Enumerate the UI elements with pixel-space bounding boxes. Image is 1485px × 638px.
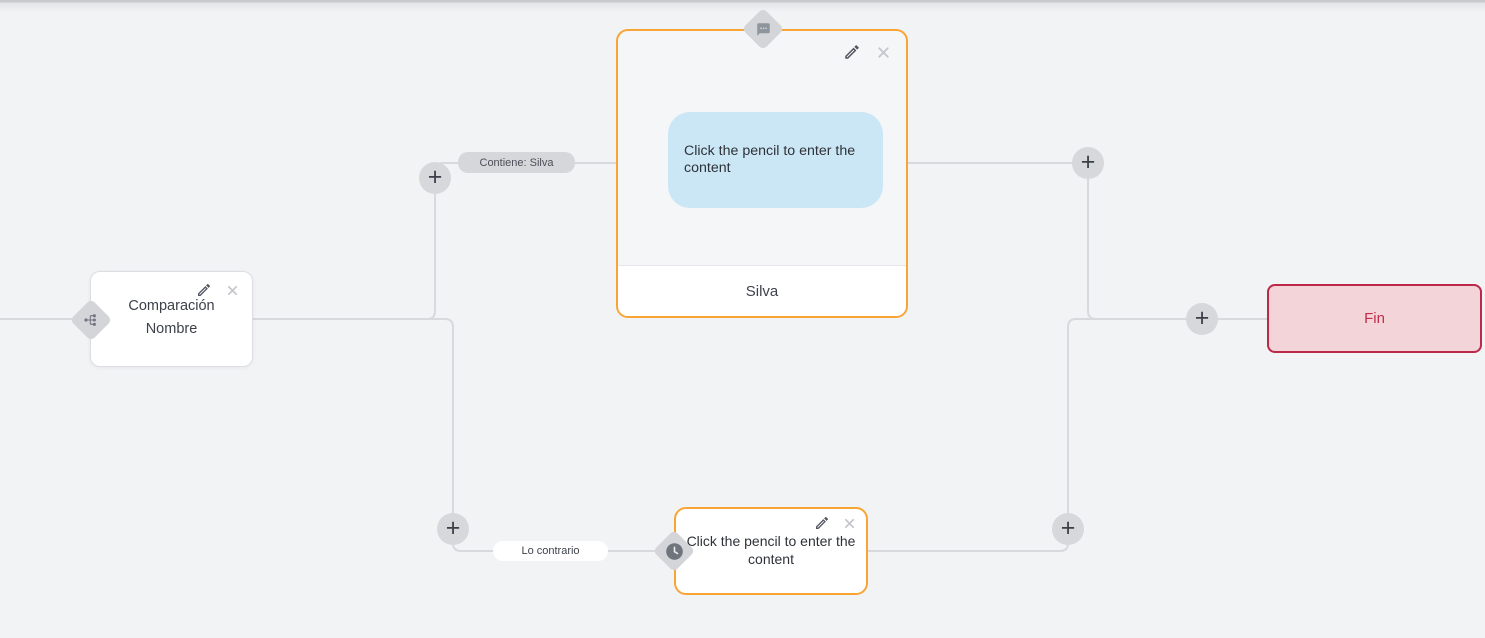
condition-type-diamond bbox=[69, 298, 113, 342]
delete-x-icon[interactable] bbox=[875, 44, 892, 61]
condition-title-line2: Nombre bbox=[145, 321, 198, 337]
add-step-button-top-left[interactable]: + bbox=[419, 162, 451, 194]
message-node[interactable]: Click the pencil to enter the content Si… bbox=[616, 7, 908, 318]
end-node-label: Fin bbox=[1364, 310, 1385, 327]
add-step-button-bottom-right[interactable]: + bbox=[1052, 513, 1084, 545]
clock-icon bbox=[659, 536, 689, 566]
condition-title-line1: Comparación bbox=[128, 298, 215, 314]
wire-message-to-end bbox=[908, 162, 1267, 320]
message-type-diamond bbox=[741, 7, 785, 51]
message-bubble-text: Click the pencil to enter the content bbox=[684, 142, 856, 176]
edge-label-contains: Contiene: Silva bbox=[458, 152, 575, 173]
condition-node[interactable]: Comparación Nombre bbox=[69, 271, 253, 367]
add-step-button-bottom-left[interactable]: + bbox=[437, 513, 469, 545]
wire-wait-to-end bbox=[868, 318, 1267, 552]
end-node[interactable]: Fin bbox=[1267, 284, 1482, 353]
delete-x-icon[interactable] bbox=[225, 283, 240, 298]
wait-node[interactable]: Click the pencil to enter the content bbox=[652, 507, 868, 595]
wait-node-text: Click the pencil to enter the content bbox=[686, 533, 856, 567]
message-footer-text: Silva bbox=[745, 282, 779, 300]
edit-pencil-icon[interactable] bbox=[196, 282, 212, 298]
branch-icon bbox=[76, 305, 106, 335]
edge-label-otherwise: Lo contrario bbox=[493, 541, 608, 561]
wait-type-diamond bbox=[652, 529, 696, 573]
add-step-button-top-right[interactable]: + bbox=[1072, 147, 1104, 179]
edit-pencil-icon[interactable] bbox=[814, 515, 830, 531]
message-footer: Silva bbox=[618, 265, 906, 316]
delete-x-icon[interactable] bbox=[842, 516, 857, 531]
edit-pencil-icon[interactable] bbox=[843, 43, 861, 61]
message-bubble: Click the pencil to enter the content bbox=[668, 112, 883, 208]
add-step-button-before-end[interactable]: + bbox=[1186, 303, 1218, 335]
chat-icon bbox=[748, 14, 778, 44]
wire-condition-to-wait bbox=[253, 318, 674, 552]
